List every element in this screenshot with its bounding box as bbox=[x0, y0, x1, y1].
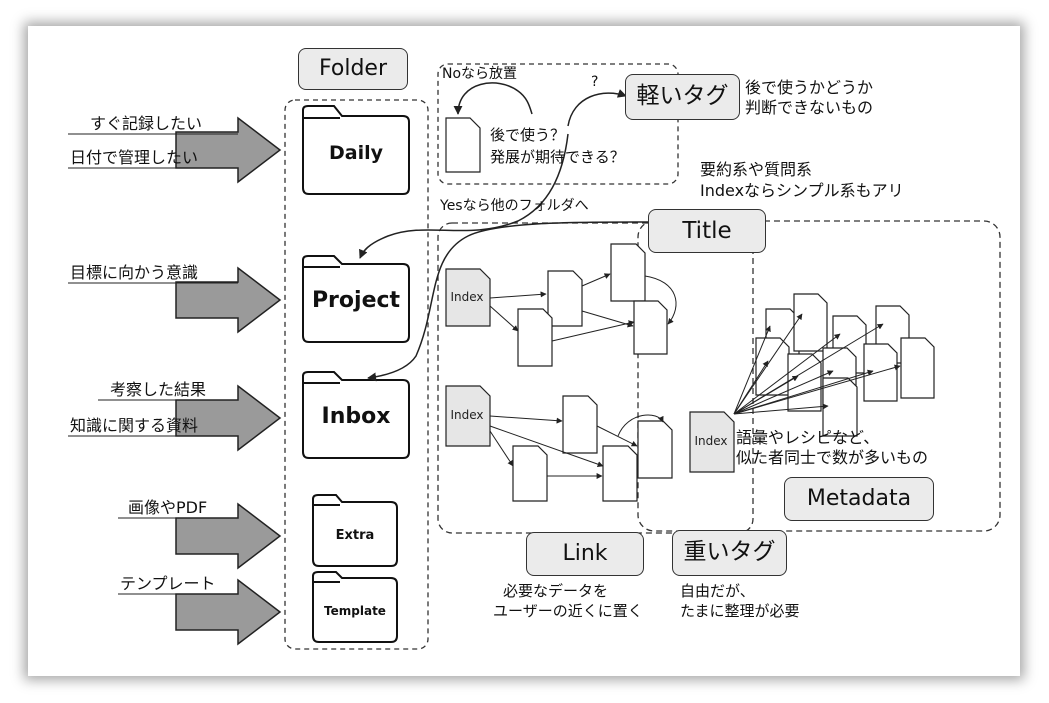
title-desc-2: Indexならシンプル系もアリ bbox=[700, 181, 904, 200]
light-tag-desc-1: 後で使うかどうか bbox=[745, 78, 874, 97]
title-desc-1: 要約系や質問系 bbox=[700, 160, 813, 179]
input-text-project: 目標に向かう意識 bbox=[70, 263, 199, 282]
diagram-frame: Folder 軽いタグ Title Metadata Link 重いタグ Dai… bbox=[28, 26, 1020, 676]
index-label-1: Index bbox=[450, 290, 484, 304]
input-text-inbox-1: 考察した結果 bbox=[110, 380, 207, 399]
link-label: Link bbox=[526, 532, 644, 576]
question-mark: ? bbox=[591, 74, 599, 90]
light-tag-label: 軽いタグ bbox=[625, 74, 740, 120]
link-desc-1: 必要なデータを bbox=[503, 582, 609, 600]
light-tag-desc-2: 判断できないもの bbox=[745, 98, 874, 117]
folder-label-inbox: Inbox bbox=[321, 404, 391, 429]
link-region bbox=[437, 222, 754, 534]
folder-label-project: Project bbox=[311, 288, 401, 313]
index-label-2: Index bbox=[450, 408, 484, 422]
folder-label-daily: Daily bbox=[328, 142, 383, 164]
heavy-tag-desc-2: たまに整理が必要 bbox=[680, 602, 800, 620]
input-text-template: テンプレート bbox=[120, 574, 216, 593]
index-doc-1 bbox=[445, 268, 491, 327]
arrow-to-template bbox=[175, 578, 282, 646]
index-label-3: Index bbox=[694, 434, 728, 448]
yes-to-inbox-arrow bbox=[367, 221, 654, 382]
metadata-desc-1: 語彙やレシピなど、 bbox=[736, 428, 880, 447]
heavy-tag-label: 重いタグ bbox=[672, 530, 787, 576]
heavy-tag-region bbox=[637, 220, 1001, 532]
folder-label-extra: Extra bbox=[335, 528, 375, 543]
link-desc-2: ユーザーの近くに置く bbox=[493, 602, 643, 620]
folder-icon-project bbox=[302, 255, 410, 343]
no-loop-arrow bbox=[453, 82, 533, 115]
folder-icon-extra bbox=[312, 494, 398, 567]
yes-label: Yesなら他のフォルダへ bbox=[440, 198, 589, 214]
input-text-daily-1: すぐ記録したい bbox=[90, 114, 203, 133]
arrow-to-project bbox=[175, 266, 282, 334]
folder-icon-inbox bbox=[302, 371, 410, 459]
to-light-tag-arrow bbox=[567, 89, 627, 127]
decision-question-1: 後で使う？ bbox=[490, 126, 566, 144]
diagram-canvas bbox=[68, 63, 1001, 650]
heavy-tag-desc-1: 自由だが、 bbox=[680, 582, 755, 600]
folder-icon-template bbox=[312, 571, 398, 643]
index-doc-2 bbox=[445, 385, 491, 447]
input-text-daily-2: 日付で管理したい bbox=[70, 148, 199, 167]
metadata-desc-2: 似た者同士で数が多いもの bbox=[736, 448, 929, 467]
metadata-label: Metadata bbox=[784, 477, 934, 521]
no-label: Noなら放置 bbox=[442, 66, 518, 82]
folder-title: Folder bbox=[298, 48, 408, 90]
folder-label-template: Template bbox=[324, 604, 386, 618]
decision-document-icon bbox=[445, 117, 481, 173]
yes-to-project-arrow bbox=[359, 133, 569, 259]
input-text-extra: 画像やPDF bbox=[128, 498, 208, 517]
title-label: Title bbox=[648, 209, 766, 253]
folder-icon-daily bbox=[302, 105, 410, 195]
decision-box bbox=[437, 63, 679, 185]
index-doc-3 bbox=[689, 411, 735, 473]
input-text-inbox-2: 知識に関する資料 bbox=[70, 416, 199, 435]
arrow-to-extra bbox=[175, 502, 282, 570]
decision-question-2: 発展が期待できる？ bbox=[490, 148, 625, 166]
